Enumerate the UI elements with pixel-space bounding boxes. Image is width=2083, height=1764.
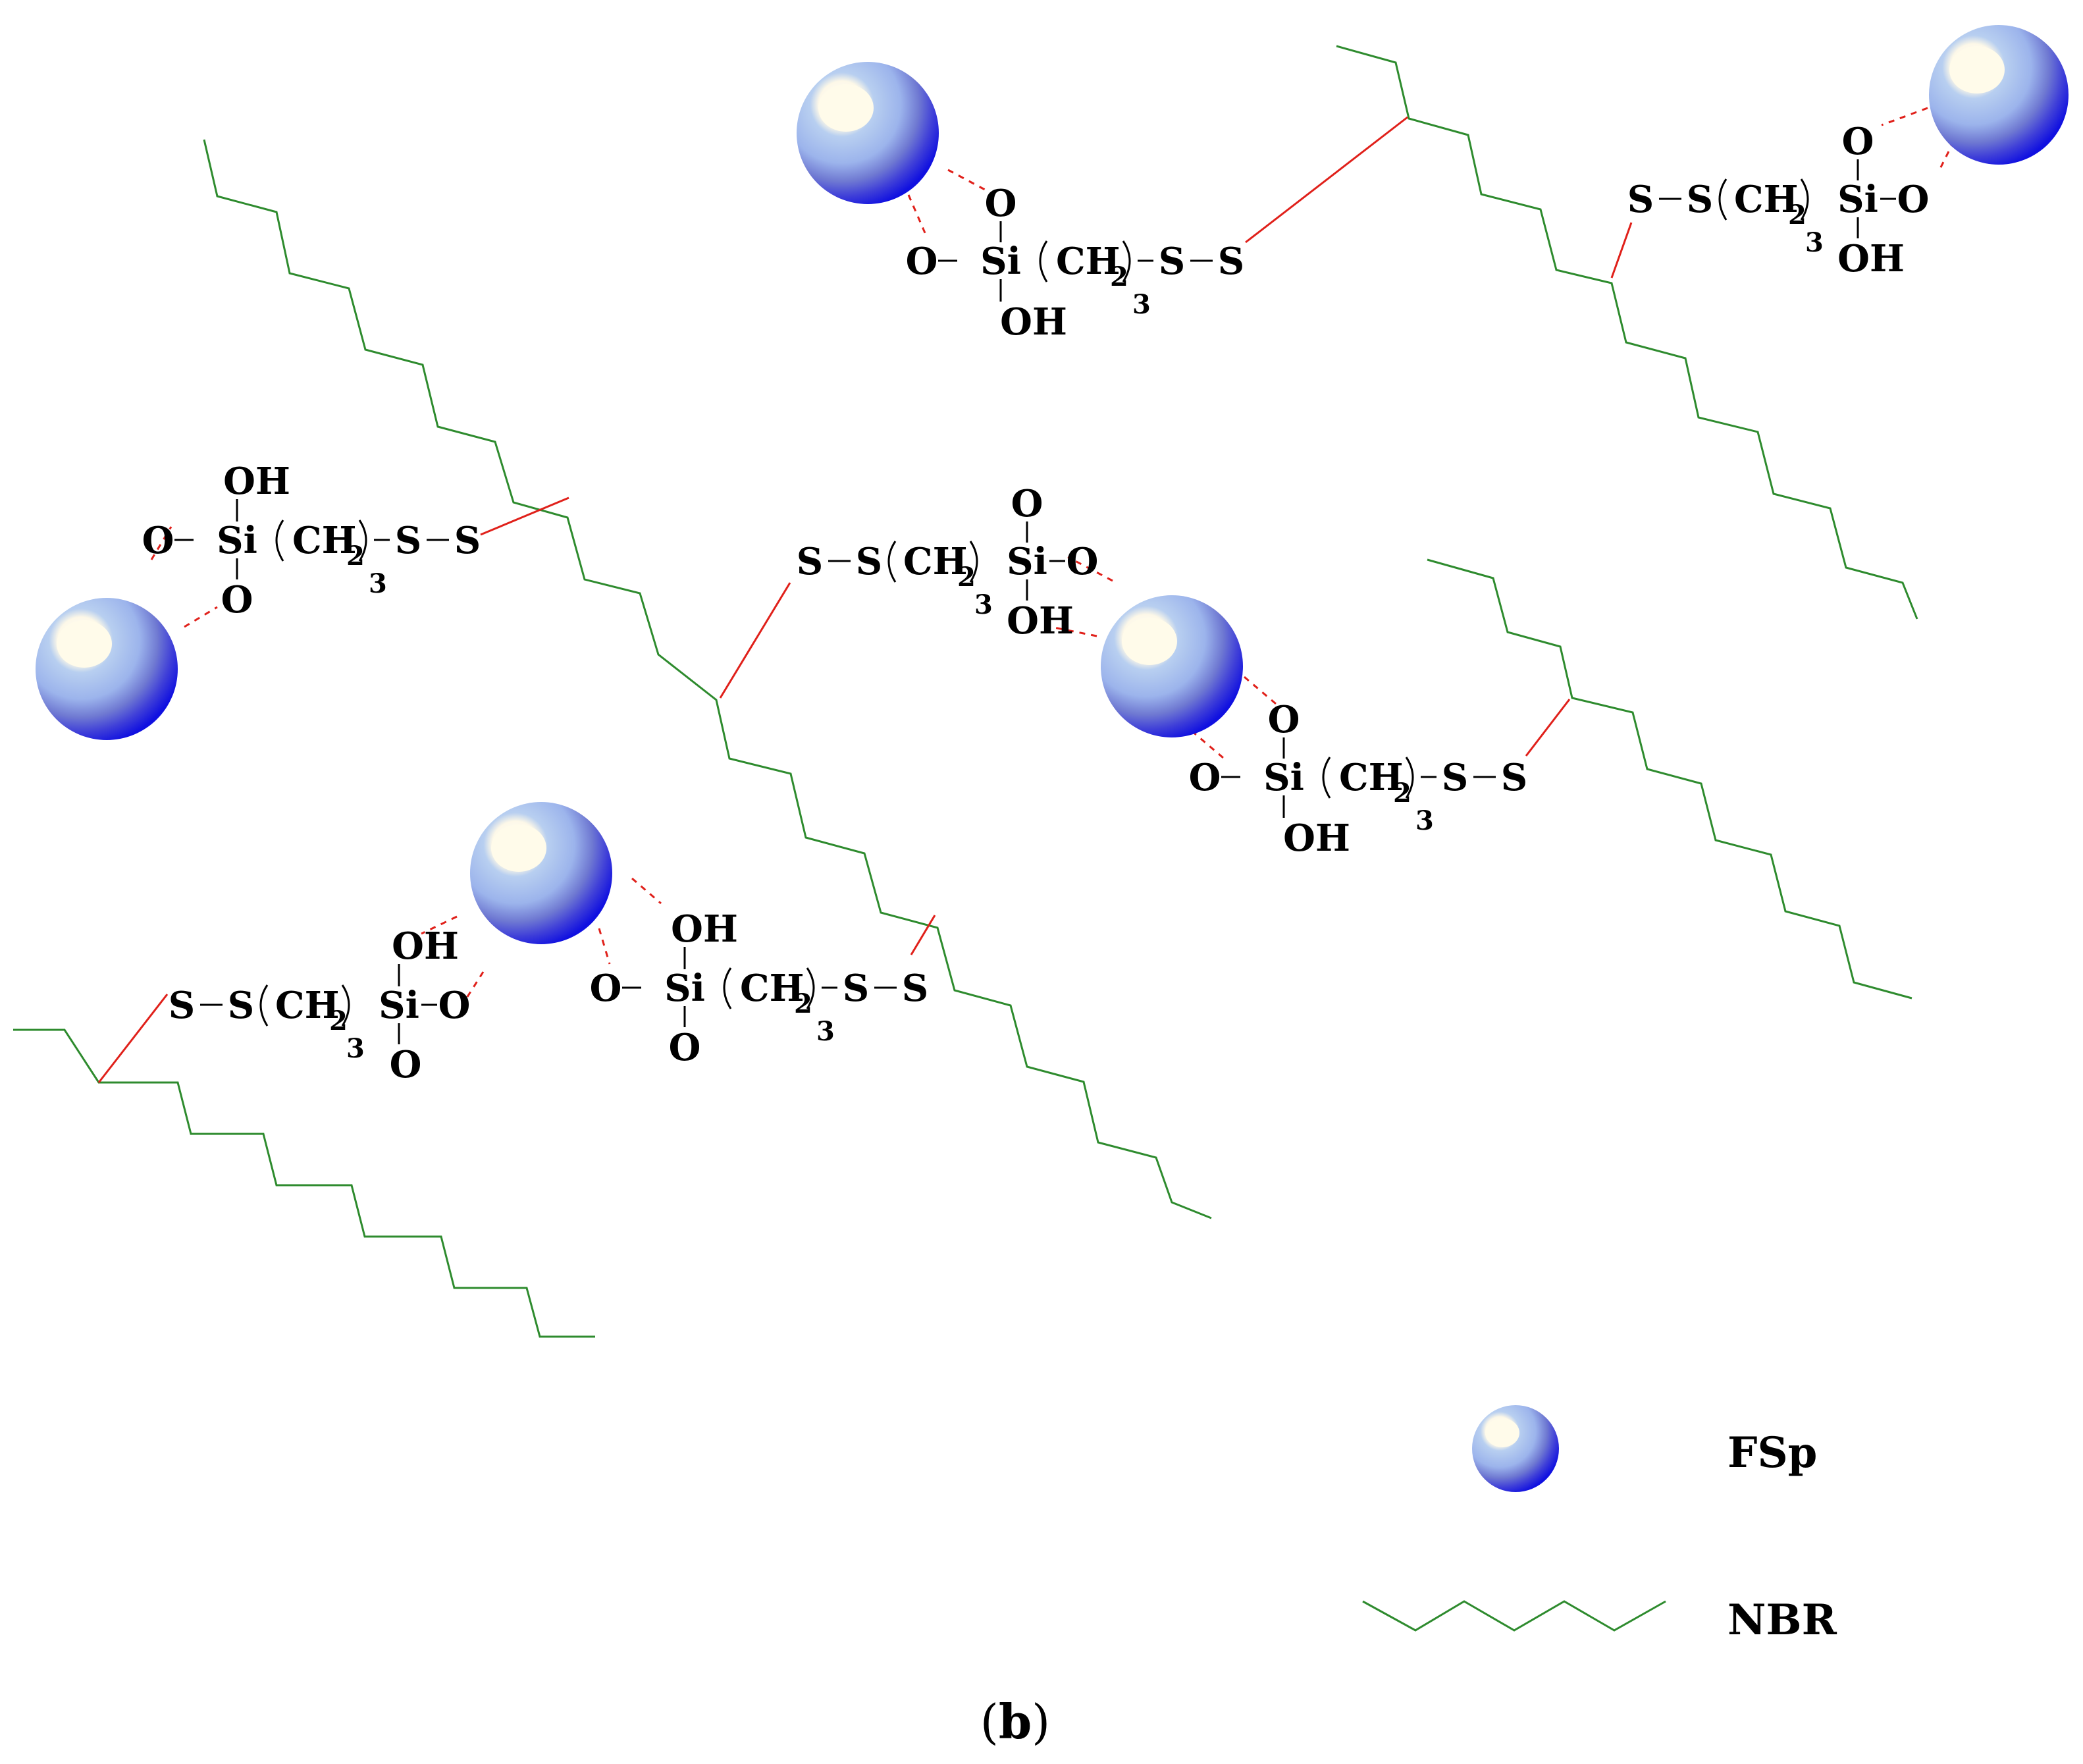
legend-nbr-label: NBR: [1727, 1595, 1837, 1645]
dashed-bond: [631, 877, 662, 905]
dashed-bond: [907, 194, 927, 235]
siloxane-group-top-center: [905, 180, 1246, 345]
legend-fsp-icon: [1472, 1405, 1559, 1492]
particle-oxygen-bonds: [150, 107, 1955, 1002]
dashed-bond: [1191, 730, 1228, 762]
fsp-particle-4: [1101, 595, 1243, 737]
nbr-chain-top-right: [1336, 45, 1918, 620]
dashed-bond: [1937, 140, 1955, 173]
legend-fsp-label: FSp: [1727, 1428, 1817, 1478]
dashed-bond: [1881, 107, 1928, 126]
link-line: [1610, 222, 1633, 279]
link-line: [97, 994, 169, 1083]
dashed-bond: [598, 928, 611, 965]
figure-caption: (b): [980, 1694, 1051, 1750]
dashed-bond: [947, 169, 986, 191]
siloxane-group-middle: [795, 481, 1099, 644]
siloxane-group-left: [141, 458, 482, 623]
fsp-particle-1: [797, 62, 939, 204]
nbr-chain-main: [203, 139, 1212, 1219]
fsp-particles: [36, 25, 2069, 944]
siloxane-group-right: [1188, 697, 1529, 861]
link-line: [910, 915, 936, 955]
fsp-particle-5: [470, 802, 612, 944]
siloxane-group-bottom-center: [589, 906, 930, 1071]
nbr-chain-right: [1427, 558, 1912, 1000]
link-line: [1245, 116, 1408, 244]
dashed-bond: [184, 606, 218, 628]
nbr-chains: [13, 45, 1918, 1338]
siloxane-group-top-right: [1626, 119, 1930, 282]
sulfur-chain-links: [97, 116, 1633, 1083]
fsp-particle-2: [1929, 25, 2069, 165]
link-line: [1525, 699, 1571, 757]
legend: FSp NBR: [1362, 1405, 1837, 1645]
nbr-chain-bottom-left: [13, 1029, 595, 1338]
siloxane-group-bottom-left: [167, 923, 471, 1088]
fsp-particle-3: [36, 598, 178, 740]
siloxane-groups: [141, 119, 1930, 1088]
link-line: [719, 582, 791, 699]
legend-nbr-icon: [1362, 1600, 1666, 1632]
link-line: [480, 496, 569, 536]
